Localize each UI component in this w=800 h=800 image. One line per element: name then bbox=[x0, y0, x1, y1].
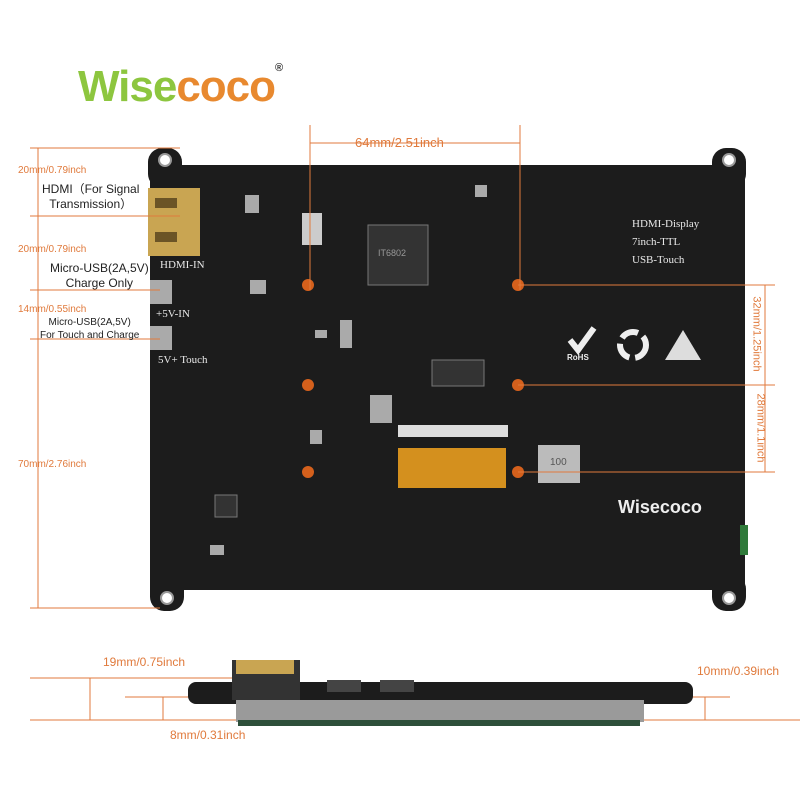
board-logo: Wisecoco bbox=[618, 497, 702, 517]
side-view-module bbox=[188, 660, 693, 726]
dim-usb-touch-spacing: 14mm/0.55inch bbox=[18, 304, 87, 315]
brand-logo: Wisecoco® bbox=[78, 62, 283, 112]
board-title-line3: USB-Touch bbox=[632, 254, 685, 266]
5v-touch-silkscreen: 5V+ Touch bbox=[158, 354, 208, 366]
micro-usb-touch-port bbox=[150, 326, 172, 350]
hdmi-port-label: HDMI（For Signal Transmission） bbox=[42, 182, 139, 212]
inductor-label: 100 bbox=[550, 457, 567, 468]
board-title-line2: 7inch-TTL bbox=[632, 236, 681, 248]
dim-right-lower: 28mm/1.1inch bbox=[754, 393, 767, 463]
logo-part-2: coco bbox=[176, 62, 276, 111]
logo-part-1: Wise bbox=[78, 62, 177, 111]
board-title-line1: HDMI-Display bbox=[632, 218, 700, 230]
dim-hdmi-spacing: 20mm/0.79inch bbox=[18, 165, 87, 176]
usb-touch-label: Micro-USB(2A,5V) For Touch and Charge bbox=[40, 316, 139, 342]
esd-warning-icon bbox=[665, 330, 701, 360]
dim-usb-spacing: 20mm/0.79inch bbox=[18, 244, 87, 255]
hdmi-label-line2: Transmission） bbox=[49, 197, 133, 211]
rohs-label: RoHS bbox=[567, 353, 589, 362]
side-board-height: 10mm/0.39inch bbox=[697, 664, 780, 678]
usb-touch-line1: Micro-USB(2A,5V) bbox=[48, 317, 131, 328]
side-display-height: 8mm/0.31inch bbox=[170, 728, 246, 742]
hdmi-in-silkscreen: HDMI-IN bbox=[160, 259, 205, 271]
registered-mark: ® bbox=[275, 62, 283, 74]
board-chip-label: IT6802 bbox=[378, 248, 407, 258]
hdmi-label-line1: HDMI（For Signal bbox=[42, 182, 140, 196]
top-width-dimension: 64mm/2.51inch bbox=[355, 135, 444, 150]
usb-touch-line2: For Touch and Charge bbox=[40, 330, 140, 341]
board-title: HDMI-Display 7inch-TTL USB-Touch bbox=[632, 215, 699, 269]
side-total-height: 19mm/0.75inch bbox=[103, 655, 186, 669]
usb-charge-line2: Charge Only bbox=[65, 276, 134, 290]
dim-right-upper: 32mm/1.25inch bbox=[750, 296, 763, 372]
dim-bottom-spacing: 70mm/2.76inch bbox=[18, 459, 87, 470]
rohs-check-icon bbox=[567, 326, 597, 355]
recycle-icon bbox=[617, 329, 649, 361]
usb-charge-label: Micro-USB(2A,5V) Charge Only bbox=[50, 261, 149, 291]
micro-usb-charge-port bbox=[150, 280, 172, 304]
usb-charge-line1: Micro-USB(2A,5V) bbox=[50, 261, 149, 275]
5v-in-silkscreen: +5V-IN bbox=[156, 308, 190, 320]
